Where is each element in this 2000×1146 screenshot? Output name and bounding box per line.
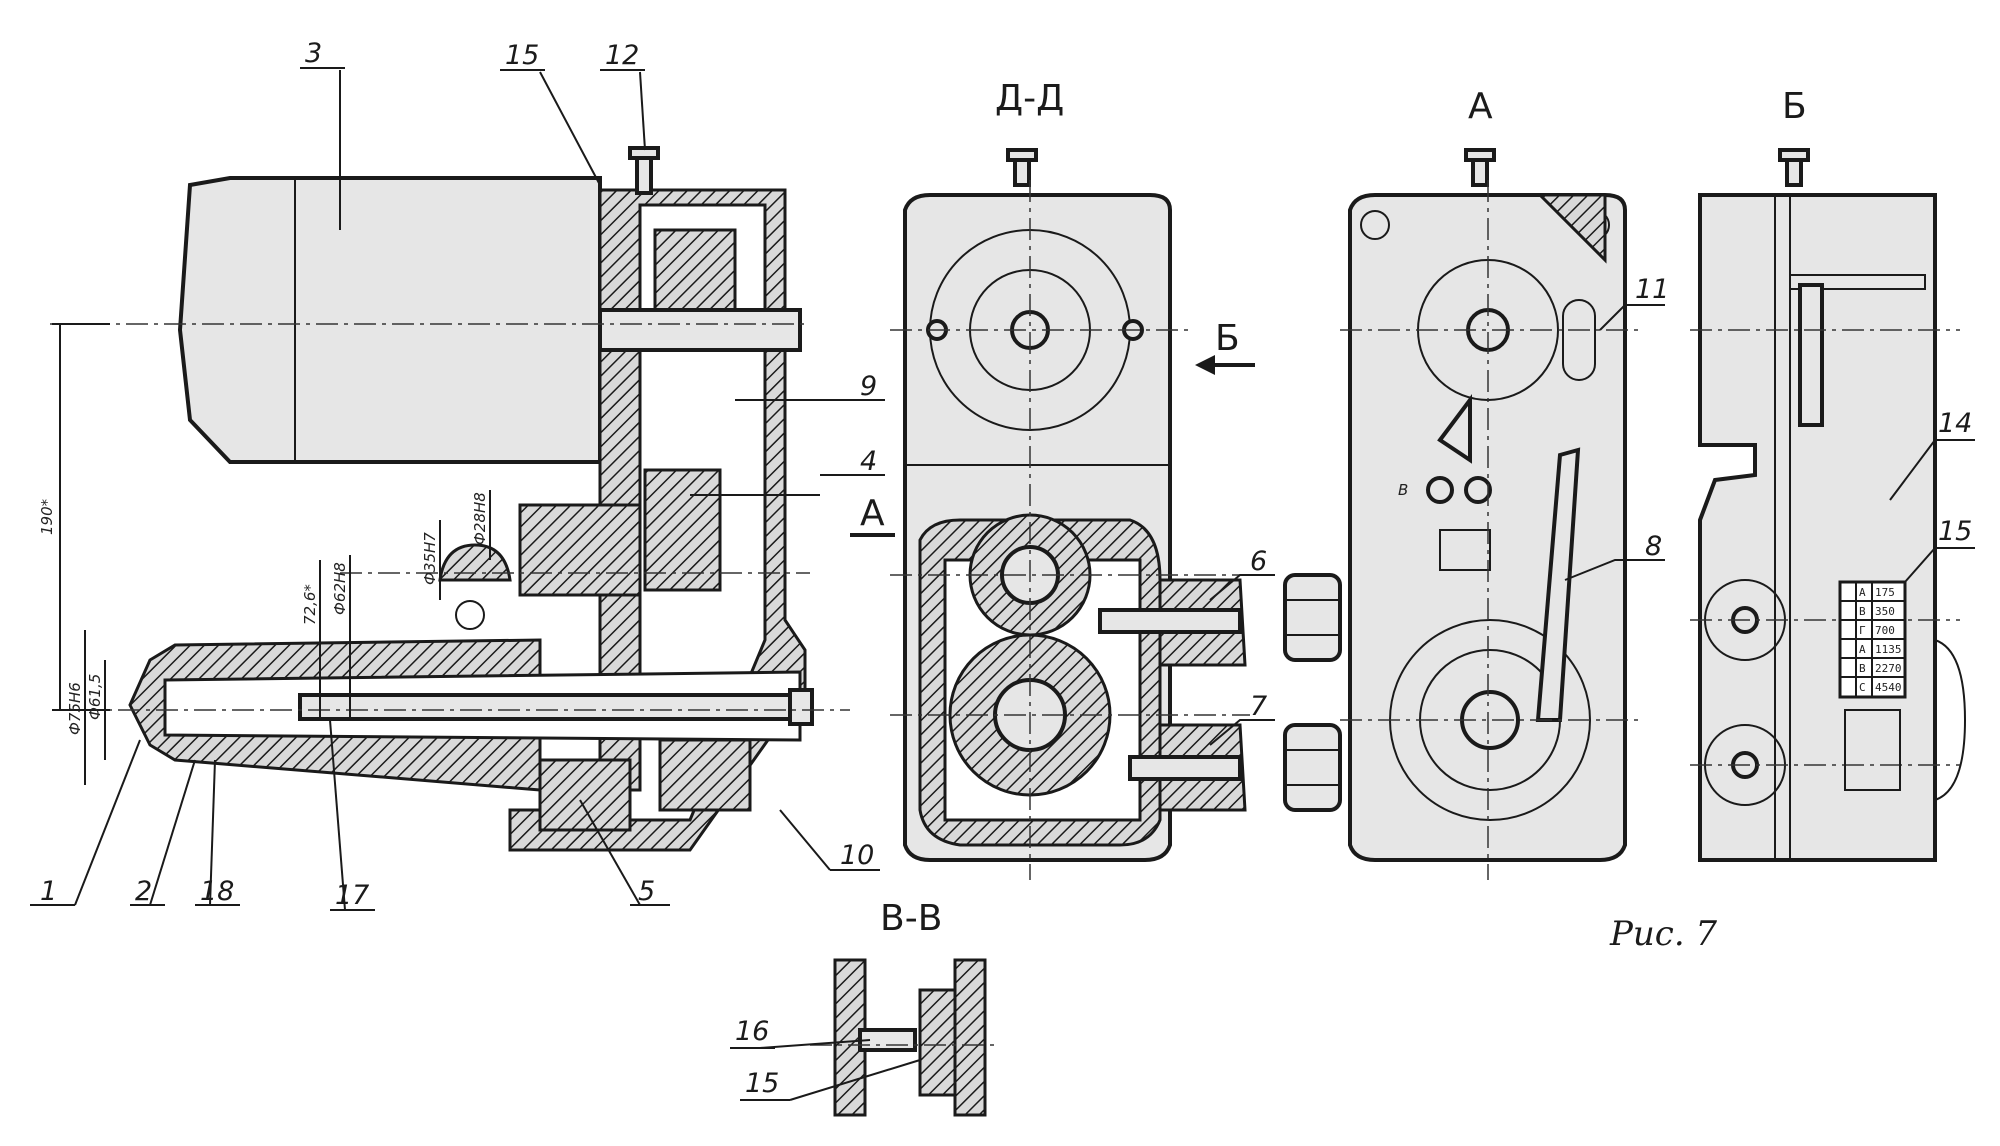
dimensions: 190* Ф75Н6 Ф61,5 72,6* Ф62Н8 Ф35Н7 Ф28Н8: [38, 323, 491, 785]
plate-row-4-key: А: [1859, 643, 1866, 656]
title-section-vv: В-В: [880, 898, 942, 939]
dim-height: 190*: [38, 498, 56, 535]
spindle-nut: [788, 688, 814, 726]
selector-knob-lower: [1283, 723, 1342, 812]
plate-row-1-key: А: [1859, 586, 1866, 599]
plate-row-2-key: В: [1859, 605, 1866, 618]
plate-row-5-key: В: [1859, 662, 1866, 675]
label-part-10: 10: [840, 840, 874, 871]
gear-upper: [653, 228, 737, 322]
view-b: Б А 175 В 350 Г 700 А 1135: [1690, 86, 1975, 862]
label-part-2: 2: [135, 876, 152, 907]
selector-knob-upper: [1283, 573, 1342, 662]
motor-housing: [177, 176, 602, 464]
dim-motor: Ф28Н8: [471, 492, 489, 545]
motor-shaft: [598, 308, 802, 352]
part-callouts: 3 15 12 9 4 10 5 17 18 2 1: [30, 38, 885, 911]
main-section-view: [50, 146, 850, 852]
dim-shaft1: 72,6*: [301, 584, 319, 625]
section-dd-view: Д-Д Б А 6 7: [850, 78, 1275, 880]
gear-5: [538, 758, 632, 832]
label-part-3: 3: [305, 38, 322, 69]
view-a-slot-11: [1562, 299, 1596, 381]
label-part-9: 9: [860, 371, 877, 402]
mark-v: В: [1398, 481, 1408, 499]
plate-row-3-val: 700: [1875, 624, 1895, 637]
figure-caption: Рис. 7: [1609, 914, 1717, 954]
dim-bore-diameter: Ф61,5: [86, 674, 104, 720]
label-part-11: 11: [1635, 274, 1669, 305]
dim-spindle-diameter: Ф75Н6: [66, 682, 84, 735]
label-part-8: 8: [1645, 531, 1662, 562]
title-view-a: А: [1468, 86, 1493, 127]
label-part-5: 5: [638, 876, 655, 907]
arrow-a-mark: А: [860, 493, 885, 534]
arrow-b-mark: Б: [1215, 318, 1240, 359]
plate-row-6-key: С: [1859, 681, 1866, 694]
label-part-17: 17: [335, 880, 369, 911]
dim-gear: Ф35Н7: [421, 532, 439, 585]
label-part-4: 4: [860, 446, 877, 477]
label-part-12: 12: [605, 40, 639, 71]
plate-row-1-val: 175: [1875, 586, 1895, 599]
oil-plug-12: [635, 153, 653, 195]
label-part-7: 7: [1250, 691, 1267, 722]
dim-shaft2: Ф62Н8: [331, 562, 349, 615]
gear-10: [658, 738, 752, 812]
label-part-1: 1: [40, 876, 57, 907]
plate-row-4-val: 1135: [1875, 643, 1902, 656]
plate-row-5-val: 2270: [1875, 662, 1902, 675]
plate-row-2-val: 350: [1875, 605, 1895, 618]
gear-block-4: [518, 503, 642, 597]
gearbox-boss: [438, 543, 512, 582]
title-section-dd: Д-Д: [995, 78, 1064, 119]
gear-middle: [643, 468, 722, 592]
spindle-shaft: [298, 693, 802, 721]
view-a: А В 11 8: [1340, 86, 1669, 880]
section-vv-view: В-В 16 15: [730, 898, 1000, 1117]
label-part-15-top: 15: [505, 40, 539, 71]
lever-hub: [455, 600, 485, 630]
label-part-15-detail: 15: [745, 1068, 779, 1099]
label-part-16: 16: [735, 1016, 769, 1047]
plate-row-6-val: 4540: [1875, 681, 1902, 694]
label-part-6: 6: [1250, 546, 1267, 577]
title-view-b: Б: [1782, 86, 1807, 127]
label-part-14: 14: [1938, 408, 1972, 439]
selector-knobs: [1283, 573, 1342, 812]
plate-row-3-key: Г: [1859, 624, 1866, 637]
label-part-18: 18: [200, 876, 234, 907]
label-part-15-side: 15: [1938, 516, 1972, 547]
speed-plate-rows: А 175 В 350 Г 700 А 1135 В 2270 С 4540: [1859, 586, 1902, 694]
